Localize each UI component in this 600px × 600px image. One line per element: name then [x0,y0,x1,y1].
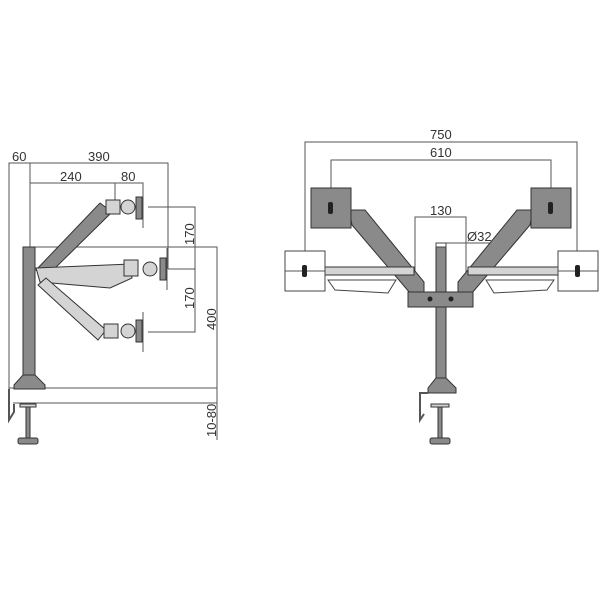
dim-line-610 [330,159,552,205]
dim-label-390: 390 [88,149,110,164]
dim-label-10-80: 10-80 [204,404,219,437]
dim-label-130: 130 [430,203,452,218]
dim-label-400: 400 [204,308,219,330]
vesa-plate-top-left [310,187,352,229]
dim-line-390 [8,162,169,420]
dim-label-240: 240 [60,169,82,184]
side-view: 60 390 240 80 170 170 400 10-80 [8,149,219,445]
side-dimension-lines [8,162,218,440]
dim-line-750 [304,141,578,265]
side-clamp [8,389,39,445]
dim-label-750: 750 [430,127,452,142]
side-pole [13,246,46,390]
vesa-plate-bottom-right [557,250,599,292]
dim-label-170-lower: 170 [182,287,197,309]
dim-label-80: 80 [121,169,135,184]
vesa-plate-top-right [530,187,572,229]
dim-label-610: 610 [430,145,452,160]
dim-label-60: 60 [12,149,26,164]
front-clamp [419,392,451,445]
dim-line-400 [35,246,218,440]
front-dimension-lines [304,141,578,292]
vesa-plate-bottom-left [284,250,326,292]
dim-label-diameter-32: Ø32 [467,229,492,244]
side-arm-middle [35,248,168,290]
front-hub [407,291,474,308]
side-arm-lower [37,277,144,352]
front-view: 750 610 130 Ø32 [284,127,599,445]
dim-line-130 [414,216,467,292]
front-pole [427,242,457,394]
dim-label-170-upper: 170 [182,223,197,245]
